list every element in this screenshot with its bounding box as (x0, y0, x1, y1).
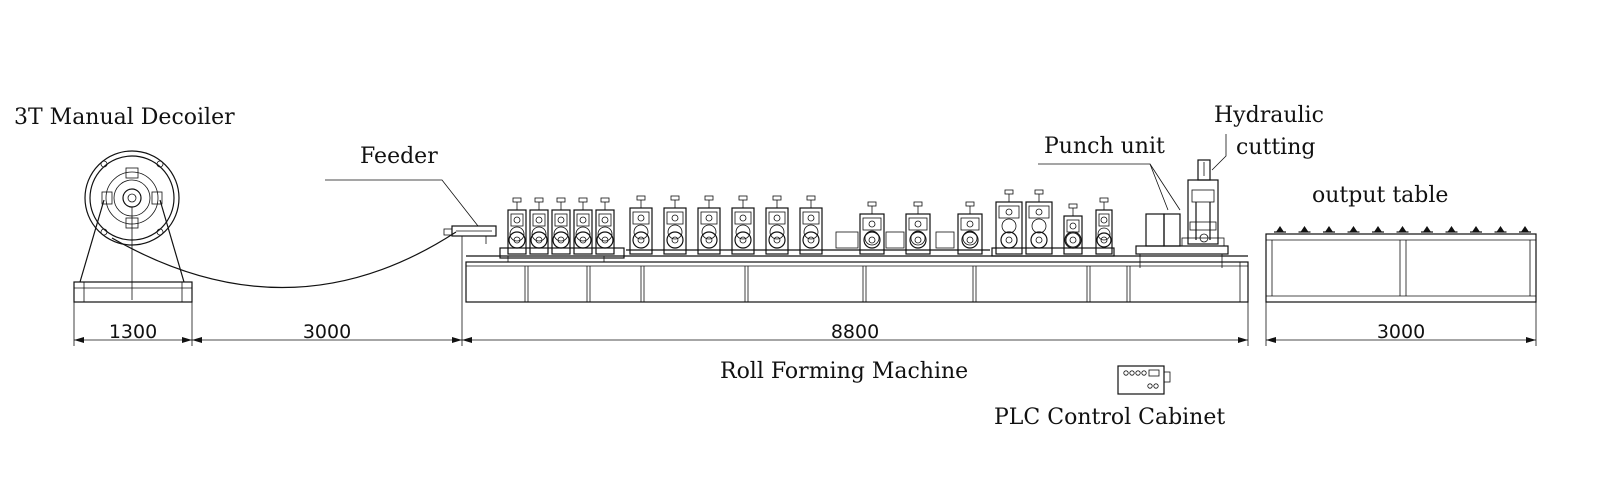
punch-unit-label: Punch unit (1044, 134, 1165, 159)
decoiler-drawing (73, 150, 193, 303)
dimension-lines (73, 244, 1537, 346)
hydraulic-label: Hydraulic (1214, 103, 1324, 128)
leader-lines (325, 134, 1227, 227)
dim-gap: 3000 (303, 321, 351, 343)
dim-decoiler: 1300 (109, 321, 157, 343)
decoiler-label: 3T Manual Decoiler (14, 105, 235, 130)
dim-table: 3000 (1377, 321, 1425, 343)
cutting-label: cutting (1236, 135, 1315, 160)
coil-strip (111, 231, 457, 289)
output-table-label: output table (1312, 183, 1448, 208)
output-table-drawing (1265, 226, 1537, 303)
roll-forming-label: Roll Forming Machine (720, 359, 968, 384)
roll-forming-machine (465, 159, 1249, 303)
feeder-drawing (443, 225, 497, 244)
plc-label: PLC Control Cabinet (994, 405, 1225, 430)
dim-machine: 8800 (831, 321, 879, 343)
plc-cabinet-drawing (1117, 365, 1171, 395)
feeder-label: Feeder (360, 144, 438, 169)
